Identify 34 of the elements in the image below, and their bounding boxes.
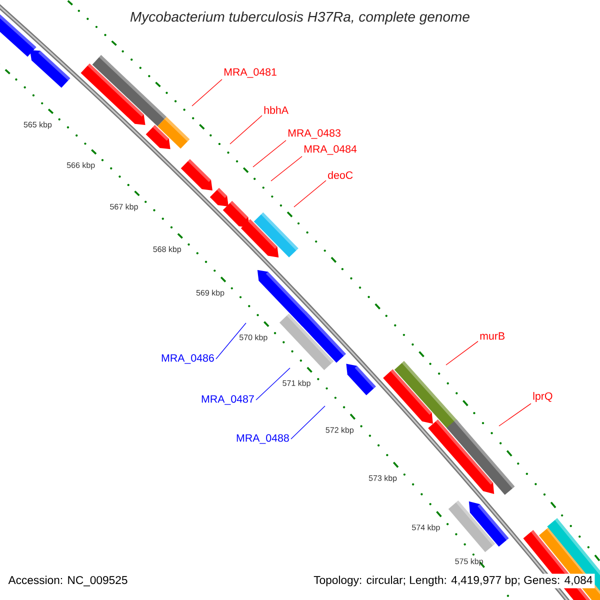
- gene-label: MRA_0481: [224, 68, 276, 78]
- tick-label: 567 kbp: [110, 204, 138, 212]
- gene-label: MRA_0484: [304, 145, 357, 155]
- tick-label: 575 kbp: [455, 558, 483, 566]
- footer-text: Accession: NC_009525: [6, 574, 130, 588]
- title: Mycobacterium tuberculosis H37Ra, complete genome: [130, 11, 470, 25]
- gene-label: murB: [480, 332, 505, 340]
- leader-line: [294, 180, 326, 208]
- tick-label: 566 kbp: [66, 162, 95, 170]
- tick-label: 569 kbp: [196, 290, 224, 298]
- gene-label: MRA_0488: [236, 434, 289, 444]
- leader-line: [270, 156, 302, 182]
- leader-line: [252, 140, 286, 168]
- leader-line: [290, 406, 326, 440]
- tick-label: 571 kbp: [282, 380, 310, 388]
- footer-text: Topology: circular; Length: 4,419,977 bp; Genes: 4,084: [312, 574, 595, 588]
- tick-label: 565 kbp: [24, 122, 52, 130]
- gene-label: MRA_0487: [202, 395, 254, 405]
- gene-label: lprQ: [533, 392, 552, 402]
- gene-label: MRA_0483: [288, 129, 340, 139]
- tick-label: 568 kbp: [153, 246, 182, 254]
- leader-line: [498, 403, 532, 426]
- gene-label: hbhA: [264, 106, 288, 114]
- gene-label: MRA_0486: [162, 354, 214, 364]
- leader-line: [230, 115, 262, 144]
- leader-line: [256, 368, 290, 400]
- gene-label: deoC: [328, 171, 353, 179]
- tick-label: 574 kbp: [412, 524, 440, 532]
- leader-line: [216, 322, 246, 360]
- tick-label: 572 kbp: [326, 426, 354, 434]
- tick-label: 570 kbp: [239, 334, 268, 342]
- leader-line: [446, 341, 478, 366]
- tick-label: 573 kbp: [368, 475, 397, 482]
- leader-line: [192, 79, 222, 106]
